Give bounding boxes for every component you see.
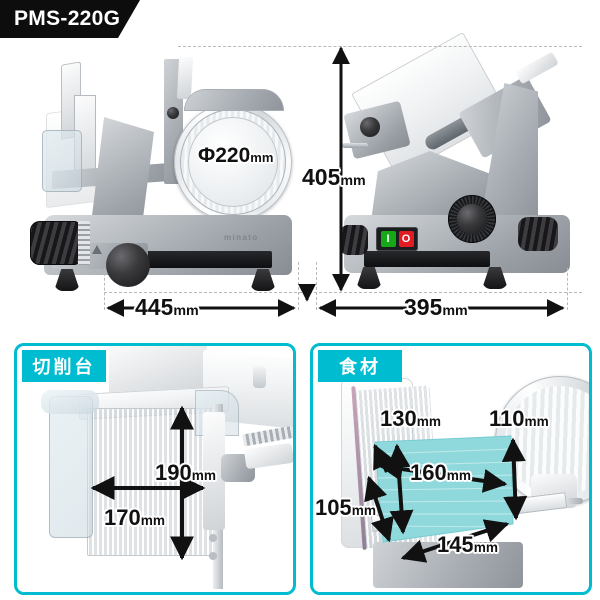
dim-food-105: 105mm [315, 497, 376, 519]
ct-rail-bracket [203, 412, 225, 530]
power-switch-panel[interactable]: I O [376, 227, 418, 251]
sharpener-rod [342, 143, 368, 148]
model-title: PMS-220G [14, 7, 121, 30]
carriage-lock-knob[interactable] [106, 243, 150, 287]
power-off-switch[interactable]: O [398, 231, 414, 247]
panel-tab-cutting-table: 切削台 [22, 350, 106, 382]
guide-mid2-vert [316, 262, 317, 310]
dim-food-105-value: 105 [315, 495, 352, 520]
foot-left-side [356, 267, 382, 289]
dim-food-145-unit: mm [473, 540, 498, 555]
base-shadow-strip-side [364, 251, 490, 267]
side-knob-right[interactable] [518, 217, 558, 251]
ct-screw-b [209, 552, 217, 560]
brand-logo-text: minato [224, 233, 259, 242]
guide-top-dashed [178, 46, 582, 47]
guide-bottom-dashed [104, 292, 582, 293]
panel-tab-cutting-table-label: 切削台 [32, 357, 96, 377]
dim-height: 405mm [302, 166, 366, 189]
dim-food-110-unit: mm [524, 414, 549, 429]
ct-top-knob [253, 366, 266, 388]
dim-food-130: 130mm [380, 408, 441, 430]
thickness-scale [78, 221, 90, 265]
machine-front-view: minato [28, 55, 303, 295]
dim-food-160-value: 160 [410, 460, 447, 485]
carriage-handle [515, 51, 559, 85]
dim-ct-width-unit: mm [140, 513, 165, 528]
foot-right-side [482, 267, 508, 289]
dim-height-value: 405 [302, 164, 341, 190]
blade-center [188, 117, 278, 207]
circular-blade [174, 103, 292, 221]
dim-food-105-unit: mm [351, 503, 376, 518]
foot-right [250, 269, 276, 291]
blade-cover-lip [184, 89, 284, 111]
dim-blade-diameter: Φ220mm [198, 145, 273, 166]
foot-left [54, 269, 80, 291]
dim-food-130-unit: mm [416, 414, 441, 429]
sharpener-head-knob[interactable] [360, 117, 380, 137]
sharpener-knob[interactable] [167, 107, 179, 119]
dim-width-front: 445mm [135, 296, 199, 319]
thickness-adjust-knob[interactable] [30, 221, 80, 265]
dim-width-front-value: 445 [135, 294, 174, 320]
brand-logo: minato [224, 233, 259, 242]
base-shadow-strip [146, 251, 272, 268]
ct-guard-top-lip [41, 390, 99, 414]
side-knob-left[interactable] [340, 225, 368, 255]
guide-left-vert [104, 268, 105, 310]
dim-food-110-value: 110 [489, 406, 525, 431]
dim-blade-value: Φ220 [198, 144, 251, 167]
model-title-banner: PMS-220G [0, 0, 140, 38]
dim-food-130-value: 130 [380, 406, 417, 431]
guide-mid-vert [298, 262, 299, 310]
dim-height-unit: mm [340, 173, 366, 189]
dim-ct-height-unit: mm [191, 468, 216, 483]
dim-food-160-unit: mm [446, 468, 471, 483]
dim-width-side-value: 395 [404, 294, 443, 320]
panel-tab-food-label: 食材 [339, 357, 381, 377]
sharpener-bracket [176, 56, 194, 100]
ct-screw-a [209, 534, 217, 542]
dim-width-front-unit: mm [173, 303, 199, 319]
dim-width-side-unit: mm [442, 303, 468, 319]
food-pusher-guard [42, 130, 82, 192]
dim-width-side: 395mm [404, 296, 468, 319]
panel-tab-food: 食材 [318, 350, 402, 382]
fc-hub-shaft [561, 498, 583, 504]
dim-food-110: 110mm [489, 408, 549, 430]
guide-right-vert [567, 268, 568, 310]
ct-side-arm [243, 442, 293, 470]
dim-ct-width-value: 170 [104, 505, 141, 530]
ct-transparent-guard [49, 396, 93, 538]
dim-food-145: 145mm [437, 534, 498, 556]
warning-triangle-icon [92, 245, 102, 254]
panel-cutting-table [14, 343, 296, 595]
machine-side-view: I O [330, 31, 585, 295]
power-on-switch[interactable]: I [380, 231, 396, 247]
dim-food-160: 160mm [410, 462, 471, 484]
dim-ct-width: 170mm [104, 507, 165, 529]
dim-food-145-value: 145 [437, 532, 474, 557]
dim-blade-unit: mm [250, 150, 274, 165]
dim-ct-height: 190mm [155, 462, 216, 484]
thickness-dial-knob[interactable] [457, 204, 487, 234]
dim-ct-height-value: 190 [155, 460, 192, 485]
